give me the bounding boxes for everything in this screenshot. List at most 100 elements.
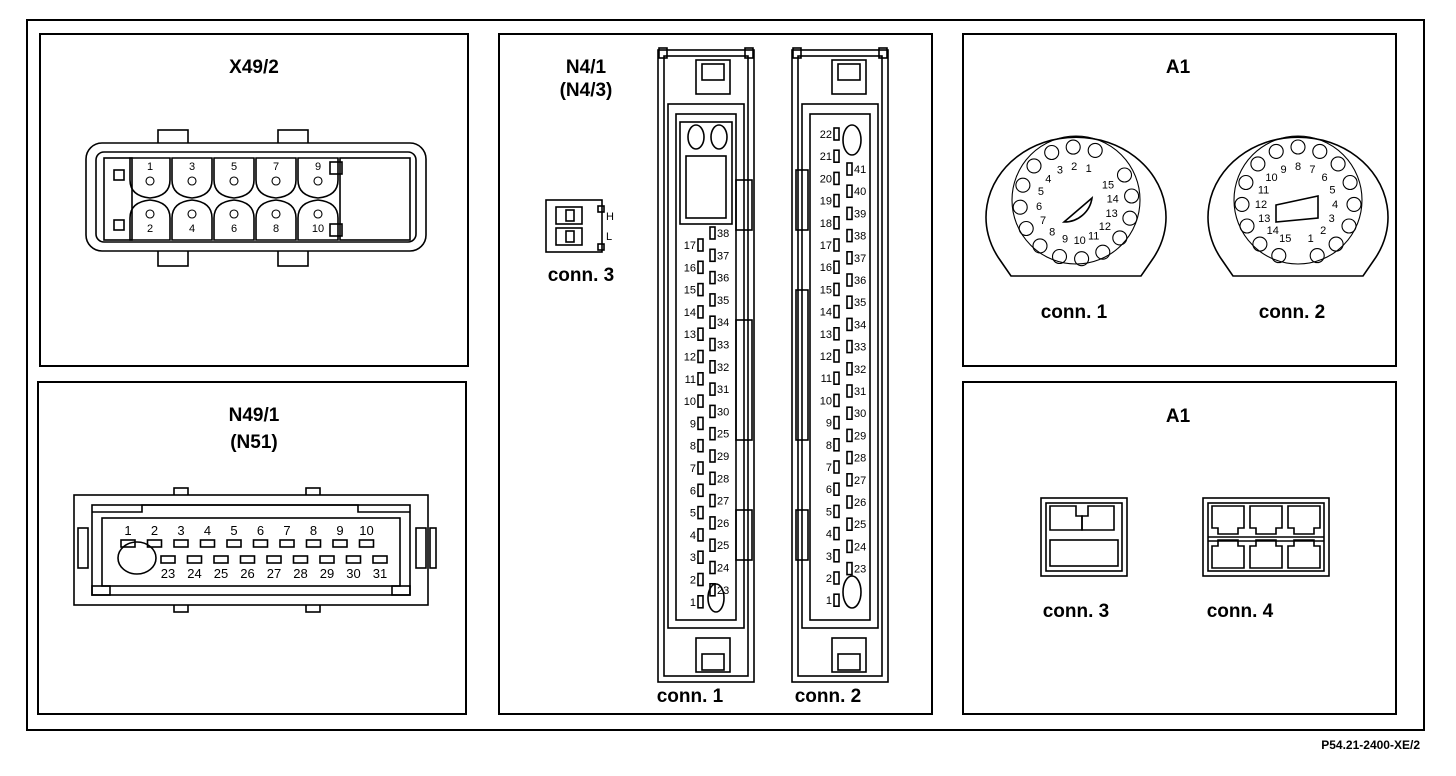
- a1-conn2-pin-label: 1: [1308, 233, 1314, 245]
- n4-conn3-low: L: [606, 231, 612, 243]
- n4-conn1-pin: [697, 572, 704, 587]
- n4-conn1-pin: [697, 416, 704, 431]
- n49-pin-label: 8: [310, 523, 317, 538]
- x49-cavity: 8: [255, 199, 297, 241]
- a1-conn4-cavity: [1287, 539, 1321, 569]
- a1-conn4-cavity: [1211, 539, 1245, 569]
- n4-conn2-label: conn. 2: [795, 686, 862, 707]
- n4-conn1-pin: [709, 582, 716, 597]
- n4-conn2-pin-label: 35: [854, 297, 866, 309]
- n4-conn2-pin: [833, 238, 840, 252]
- n49-pin: [372, 555, 388, 564]
- a1-conn2-pin: [1250, 156, 1266, 172]
- n4-conn2-pin-label: 33: [854, 342, 866, 354]
- n49-title: N49/1: [229, 405, 280, 426]
- n4-conn1-pin-label: 25: [717, 540, 729, 552]
- n4-conn2-pin: [846, 228, 853, 243]
- a1-conn1-pin: [1112, 230, 1128, 246]
- n49-pin-label: 31: [373, 566, 387, 581]
- n4-conn2-pin: [846, 472, 853, 487]
- n4-conn2-pin: [846, 184, 853, 198]
- n4-conn1-label: conn. 1: [657, 686, 724, 707]
- n4-conn1-pin: [709, 560, 716, 575]
- n4-conn1: 1716151413121110987654321383736353433323…: [657, 47, 755, 707]
- x49-cavity: 2: [129, 199, 171, 241]
- n49-pin-label: 23: [161, 566, 175, 581]
- n4-conn2-pin: [846, 517, 853, 532]
- a1-conn2-pin-label: 8: [1295, 161, 1301, 173]
- figure-reference: P54.21-2400-XE/2: [1321, 738, 1420, 752]
- n4-conn2-pin: [833, 304, 840, 319]
- a1-conn1-pin: [1095, 244, 1111, 260]
- a1-conn1-pin-label: 8: [1049, 226, 1055, 238]
- n4-conn1-pin: [697, 305, 704, 319]
- n4-conn1-pin: [709, 293, 716, 307]
- n4-conn1-pin-label: 4: [690, 530, 696, 542]
- n49-pin: [239, 555, 256, 564]
- n4-conn2-pin-label: 24: [854, 541, 866, 553]
- n4-conn2-pin-label: 6: [826, 484, 832, 496]
- n4-conn2-pin-label: 40: [854, 186, 866, 198]
- n4-conn1-pin: [709, 337, 716, 352]
- n4-conn2-pin: [846, 339, 853, 354]
- n49-pin-label: 3: [177, 523, 184, 538]
- n49-pin: [226, 539, 242, 548]
- n4-conn2-pin: [846, 162, 853, 176]
- n4-conn2-pin-label: 9: [826, 418, 832, 430]
- n49-pin: [345, 555, 362, 564]
- n49-pin: [358, 539, 375, 548]
- n49-pin: [332, 539, 348, 548]
- n4-conn2-pin-label: 38: [854, 231, 866, 243]
- panel-x49-frame: [39, 33, 469, 367]
- n4-conn1-pin-label: 3: [690, 552, 696, 564]
- n4-conn1-pin-label: 24: [717, 563, 729, 575]
- n4-conn2-pin: [846, 317, 853, 332]
- x49-cavity: 1: [129, 157, 171, 199]
- n49-pin: [146, 539, 163, 548]
- n49-pin-label: 4: [204, 523, 211, 538]
- a1-conn1-pin: [1018, 220, 1034, 237]
- a1-conn2-pin: [1268, 143, 1284, 159]
- n4-conn2-pin-label: 7: [826, 462, 832, 474]
- a1-conn1-pin: [1116, 167, 1133, 183]
- n49-pin-label: 26: [240, 566, 254, 581]
- n4-conn1-pin-label: 1: [690, 597, 696, 609]
- a1-conn1-pin: [1032, 238, 1048, 254]
- n4-conn1-pin-label: 14: [684, 307, 696, 319]
- n4-conn2-pin: [846, 361, 853, 376]
- a1-conn2-pin-label: 10: [1265, 172, 1277, 184]
- a1-conn1-pin: [1015, 177, 1031, 193]
- n4-conn2-pin-label: 1: [826, 595, 832, 607]
- x49-title: X49/2: [229, 57, 279, 78]
- n4-conn2-pin: [846, 384, 853, 398]
- n4-conn1-pin: [709, 449, 716, 463]
- x49-pin-label: 7: [273, 161, 279, 173]
- n4-conn1-pin-label: 7: [690, 463, 696, 475]
- n4-conn1-pin: [697, 438, 704, 453]
- n4-conn1-pin: [709, 471, 716, 486]
- a1-conn2-pin-label: 15: [1279, 233, 1291, 245]
- n4-conn1-pin: [709, 315, 716, 330]
- n4-conn1-pin: [697, 349, 704, 364]
- n4-conn2-pin: [833, 326, 840, 341]
- n4-conn1-pin-label: 13: [684, 329, 696, 341]
- n49-pin: [186, 555, 203, 564]
- n4-conn1-pin-label: 31: [717, 384, 729, 396]
- x49-cavity: 6: [213, 199, 255, 241]
- n49-pin-label: 24: [187, 566, 201, 581]
- a1-conn2-pin-label: 12: [1255, 199, 1267, 211]
- n4-conn2-pin: [833, 460, 840, 474]
- n4-conn1-pin: [697, 394, 704, 408]
- n4-conn1-pin: [709, 493, 716, 508]
- n4-conn1-pin: [697, 238, 704, 252]
- a1-conn1-pin-label: 13: [1105, 208, 1117, 220]
- n49-pin: [160, 555, 176, 564]
- n4-conn2-pin-label: 4: [826, 529, 832, 541]
- a1-conn1-pin-label: 12: [1099, 221, 1111, 233]
- n4-conn2-pin-label: 39: [854, 208, 866, 220]
- n49-pin-label: 9: [336, 523, 343, 538]
